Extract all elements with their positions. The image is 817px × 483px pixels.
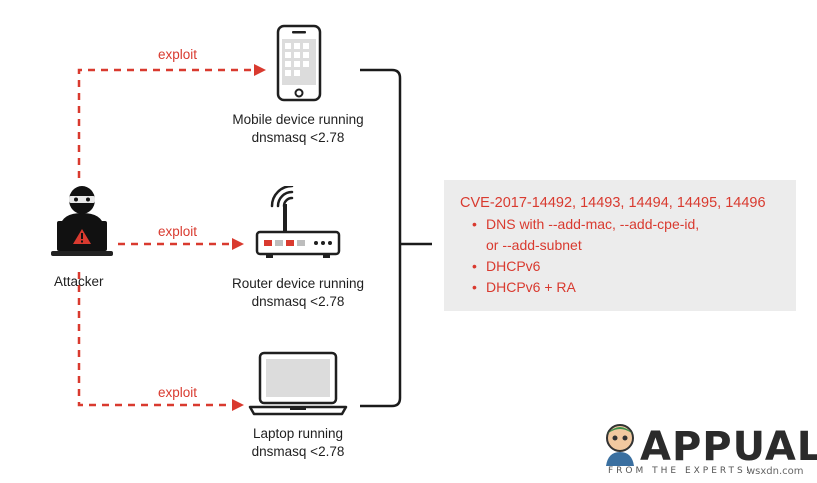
mobile-phone-icon [276, 24, 322, 102]
arrowhead-laptop [232, 399, 244, 411]
device-label-laptop-line2: dnsmasq <2.78 [251, 444, 345, 459]
mascot-logo-icon [606, 424, 634, 466]
device-label-laptop-line1: Laptop running [252, 426, 344, 441]
cve-item-dhcpv6-ra: DHCPv6 + RA [472, 277, 796, 298]
device-label-mobile-line1: Mobile device running [232, 112, 364, 127]
cve-title: CVE-2017-14492, 14493, 14494, 14495, 144… [460, 195, 766, 211]
device-label-laptop: Laptop running dnsmasq <2.78 [213, 425, 383, 461]
exploit-label-laptop: exploit [158, 385, 198, 400]
arrowhead-mobile [254, 64, 266, 76]
cve-info-box: CVE-2017-14492, 14493, 14494, 14495, 144… [444, 180, 796, 311]
cve-item-dns: DNS with --add-mac, --add-cpe-id, or --a… [472, 214, 796, 256]
device-label-mobile: Mobile device running dnsmasq <2.78 [213, 111, 383, 147]
router-icon [255, 186, 341, 258]
appuals-watermark: APPUALS FROM THE EXPERTS! [578, 420, 817, 476]
exploit-label-router: exploit [158, 224, 198, 239]
attacker-label: Attacker [54, 274, 104, 289]
arrowhead-router [232, 238, 244, 250]
site-watermark: wsxdn.com [747, 466, 804, 477]
watermark-brand: APPUALS [640, 424, 817, 470]
bracket [360, 68, 402, 408]
exploit-label-mobile: exploit [158, 47, 198, 62]
device-label-router-line1: Router device running [231, 276, 365, 291]
watermark-tagline: FROM THE EXPERTS! [608, 466, 753, 476]
exploit-path-mobile [77, 68, 255, 178]
laptop-icon [248, 351, 348, 416]
device-label-router: Router device running dnsmasq <2.78 [213, 275, 383, 311]
cve-item-dhcpv6: DHCPv6 [472, 256, 796, 277]
cve-attack-vector-list: DNS with --add-mac, --add-cpe-id, or --a… [460, 214, 796, 298]
device-label-mobile-line2: dnsmasq <2.78 [251, 130, 345, 145]
device-label-router-line2: dnsmasq <2.78 [251, 294, 345, 309]
attacker-icon [51, 186, 113, 256]
exploit-path-laptop [77, 272, 232, 407]
